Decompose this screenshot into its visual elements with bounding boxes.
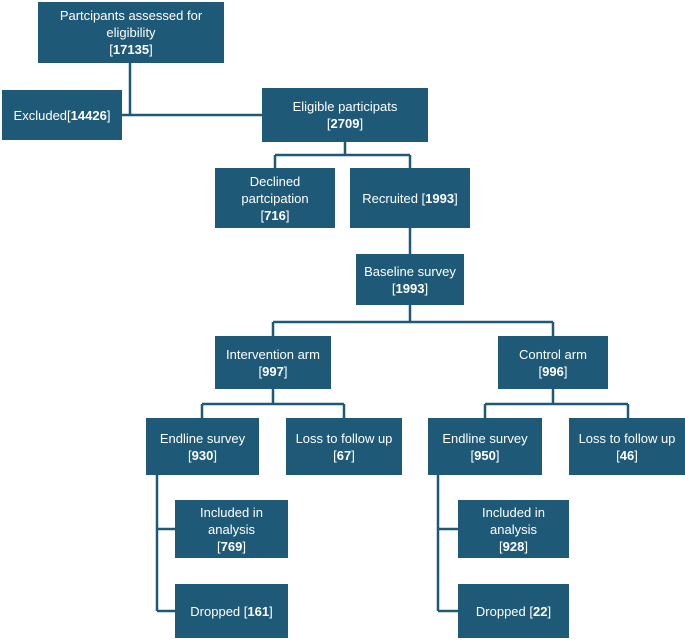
- recruited-text: Recruited [1993]: [362, 190, 458, 206]
- int-dropped-text: Dropped [161]: [190, 603, 273, 619]
- box-intervention: Intervention arm [997]: [215, 336, 331, 389]
- box-assessed: Partcipants assessed for eligibility [17…: [38, 2, 224, 63]
- int-loss-label: Loss to follow up: [295, 430, 393, 446]
- box-int-endline: Endline survey [930]: [146, 418, 259, 475]
- control-label: Control arm: [519, 346, 587, 362]
- ctl-endline-label: Endline survey: [442, 430, 528, 446]
- excluded-text: Excluded[14426]: [13, 107, 111, 123]
- box-declined: Declined partcipation [716]: [215, 168, 335, 228]
- box-eligible: Eligible participats [2709]: [262, 88, 428, 142]
- intervention-label: Intervention arm: [226, 346, 320, 362]
- box-ctl-loss: Loss to follow up [46]: [569, 418, 685, 475]
- eligible-label: Eligible participats: [292, 99, 398, 114]
- box-int-included: Included in analysis [769]: [175, 500, 288, 558]
- connector-assessed-split: [122, 63, 262, 117]
- assessed-label: Partcipants assessed for eligibility: [59, 8, 203, 40]
- baseline-value: [1993]: [391, 280, 429, 296]
- box-control: Control arm [996]: [498, 336, 608, 389]
- box-ctl-endline: Endline survey [950]: [428, 418, 542, 475]
- intervention-value: [997]: [258, 363, 288, 379]
- declined-label: Declined partcipation: [241, 173, 309, 206]
- ctl-included-label: Included in analysis: [482, 504, 545, 537]
- box-baseline: Baseline survey [1993]: [356, 254, 464, 305]
- box-excluded: Excluded[14426]: [2, 90, 122, 140]
- box-ctl-included: Included in analysis [928]: [458, 500, 569, 558]
- baseline-label: Baseline survey: [364, 263, 456, 279]
- assessed-value: [17135]: [109, 42, 153, 57]
- connector-eligible-split: [273, 142, 412, 168]
- int-included-value: [769]: [217, 538, 246, 554]
- box-ctl-dropped: Dropped [22]: [458, 584, 569, 638]
- box-recruited: Recruited [1993]: [350, 168, 470, 228]
- box-int-loss: Loss to follow up [67]: [286, 418, 402, 475]
- connector-ctl-endline-branches: [436, 475, 458, 613]
- control-value: [996]: [538, 363, 568, 379]
- int-endline-value: [930]: [188, 447, 217, 463]
- ctl-dropped-text: Dropped [22]: [475, 603, 552, 619]
- connector-int-endline-branches: [155, 475, 175, 613]
- ctl-loss-value: [46]: [616, 447, 638, 463]
- declined-value: [716]: [260, 207, 290, 223]
- ctl-loss-label: Loss to follow up: [578, 430, 676, 446]
- int-endline-label: Endline survey: [159, 430, 246, 446]
- ctl-included-value: [928]: [499, 538, 528, 554]
- ctl-endline-value: [950]: [470, 447, 500, 463]
- connector-control-split: [483, 389, 630, 418]
- eligible-value: [2709]: [326, 116, 364, 131]
- connector-baseline-arms: [271, 305, 555, 336]
- box-int-dropped: Dropped [161]: [175, 584, 288, 638]
- int-loss-value: [67]: [333, 447, 355, 463]
- connector-intervention-split: [200, 389, 346, 418]
- int-included-label: Included in analysis: [200, 504, 263, 537]
